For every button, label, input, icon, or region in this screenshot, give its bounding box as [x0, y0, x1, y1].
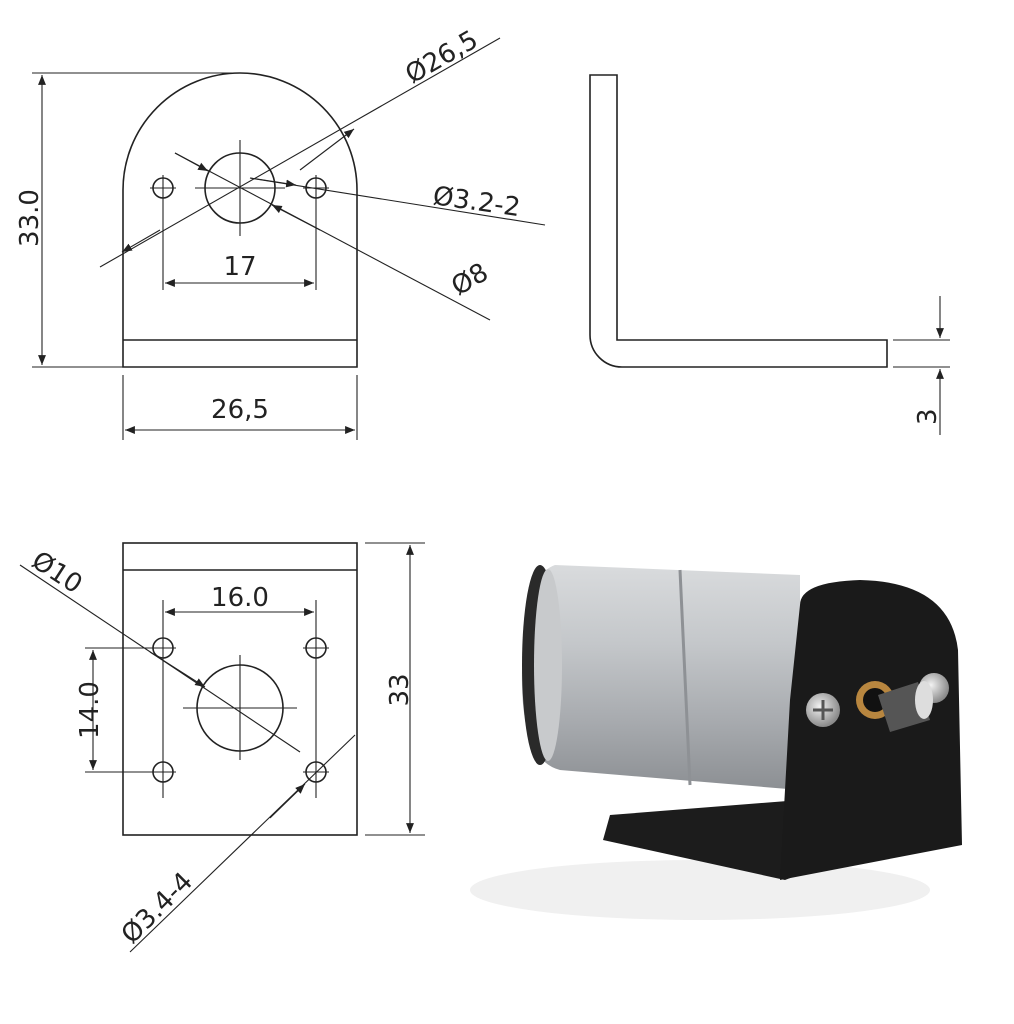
bracket-outline [122, 72, 358, 368]
bracket-face [780, 580, 962, 880]
side-view: 3 [589, 74, 950, 435]
mount-hole-label: Ø3.4-4 [116, 867, 199, 950]
arc-diameter-label: Ø26,5 [401, 25, 484, 90]
width-label: 26,5 [211, 395, 269, 425]
vertical-spacing-label: 14.0 [75, 681, 105, 739]
height-label: 33 [385, 673, 415, 706]
horizontal-spacing-label: 16.0 [211, 583, 269, 613]
arc-diameter-leader [99, 37, 501, 268]
motor-body [521, 565, 800, 790]
center-hole-label: Ø10 [26, 546, 87, 600]
small-hole-leader [249, 177, 546, 226]
motor-photo [470, 565, 962, 920]
l-profile [589, 74, 888, 368]
thickness-label: 3 [913, 408, 943, 425]
small-hole-label: Ø3.2-2 [431, 181, 522, 223]
hole-spacing-label: 17 [223, 252, 256, 282]
base-outline [122, 542, 358, 836]
height-label: 33.0 [15, 189, 45, 247]
center-hole-leader [174, 152, 491, 321]
mount-hole-leader [129, 734, 356, 953]
center-hole-label: Ø8 [447, 258, 494, 302]
base-view: 16.0 14.0 33 Ø10 Ø3.4-4 [19, 542, 425, 953]
front-view: 33.0 26,5 17 Ø26,5 Ø3.2-2 Ø8 [15, 25, 546, 440]
